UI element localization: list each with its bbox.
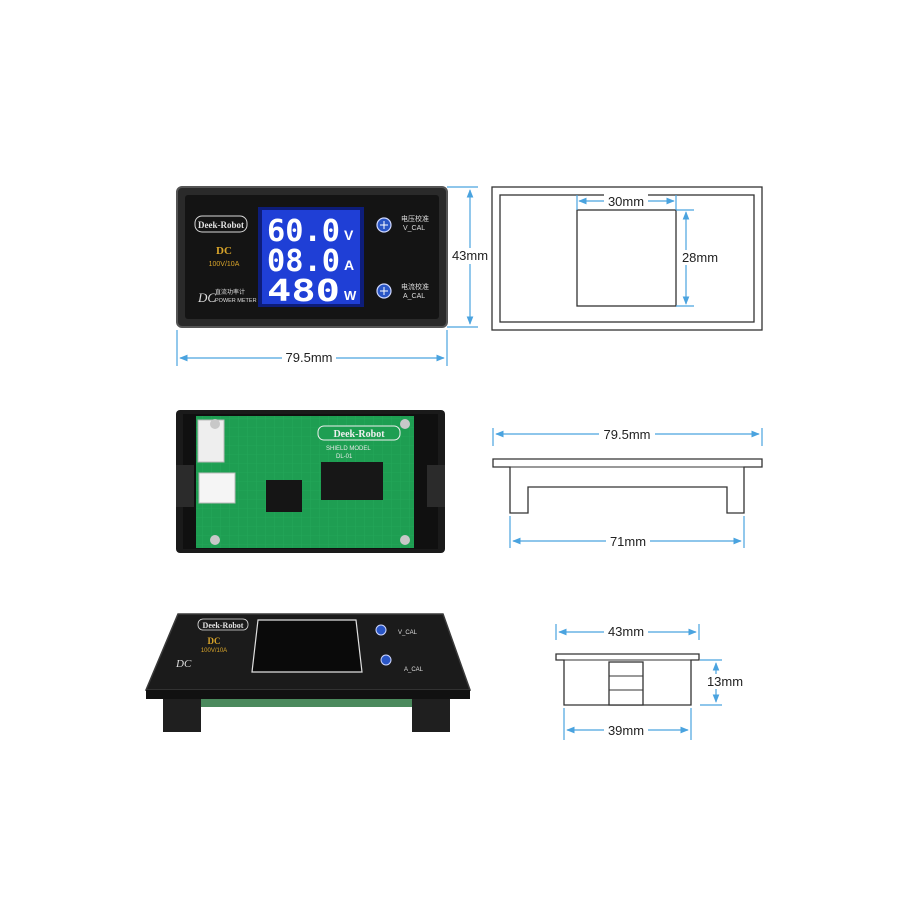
left-clip <box>176 465 194 507</box>
lcd-power-unit: W <box>344 288 357 303</box>
pcb-model-value: DL-01 <box>336 454 353 460</box>
window-height-label: 28mm <box>682 250 718 265</box>
perspective-vcal-label: V_CAL <box>398 630 418 636</box>
dc-label: DC <box>216 245 232 257</box>
end-width-label: 43mm <box>608 624 644 639</box>
vcal-cn-label: 电压校准 <box>401 214 429 223</box>
lcd-current: 08.0 <box>267 244 340 279</box>
meter-cn-label: 直流功率计 <box>215 288 245 296</box>
lcd-voltage-unit: V <box>344 227 354 243</box>
pcb-model-label: SHIELD MODEL <box>326 446 371 452</box>
perspective-dc-label: DC <box>208 636 221 646</box>
front-height-label: 43mm <box>452 248 488 263</box>
screw-icon <box>400 535 410 545</box>
outline-window <box>576 209 677 307</box>
end-center-block <box>608 661 644 706</box>
meter-en-label: POWER METER <box>215 298 257 304</box>
end-depth-label: 13mm <box>707 674 743 689</box>
dc-script-label: DC <box>197 290 216 305</box>
perspective-view: Deek-Robot DC 100V/10A DC V_CAL A_CAL <box>144 613 472 732</box>
lcd-screen <box>262 210 360 304</box>
window-width-label: 30mm <box>608 194 644 209</box>
rating-label: 100V/10A <box>209 261 240 268</box>
perspective-foot-left <box>163 699 201 732</box>
lcd-power: 480 <box>267 274 340 309</box>
perspective-edge <box>146 690 470 699</box>
perspective-vcal-knob-icon <box>375 624 387 636</box>
screw-icon <box>210 419 220 429</box>
lcd-voltage: 60.0 <box>267 214 340 249</box>
front-width-label: 79.5mm <box>286 350 333 365</box>
perspective-acal-label: A_CAL <box>404 667 424 673</box>
perspective-rating-label: 100V/10A <box>201 648 227 654</box>
chip-main <box>321 462 383 500</box>
connector-bottom <box>198 472 236 504</box>
end-inner-label: 39mm <box>608 723 644 738</box>
perspective-brand-label: Deek-Robot <box>203 621 244 630</box>
right-clip <box>427 465 445 507</box>
end-profile-drawing: 43mm 13mm 39mm <box>555 624 746 740</box>
perspective-foot-right <box>412 699 450 732</box>
front-view: Deek-Robot DC 100V/10A DC 直流功率计 POWER ME… <box>176 186 448 328</box>
front-outline-drawing: 30mm 28mm <box>491 186 763 331</box>
pcb-brand-badge <box>317 425 401 441</box>
side-width-label: 79.5mm <box>604 427 651 442</box>
acal-label: A_CAL <box>403 293 425 300</box>
lcd-current-unit: A <box>344 257 354 273</box>
perspective-dc-script: DC <box>175 658 192 670</box>
front-dimensions: 43mm 79.5mm <box>176 186 489 366</box>
back-view: Deek-Robot SHIELD MODEL DL-01 <box>176 410 445 553</box>
side-inner-label: 71mm <box>610 534 646 549</box>
side-profile-drawing: 79.5mm 71mm <box>492 427 763 549</box>
perspective-acal-knob-icon <box>380 654 392 666</box>
pcb-brand-label: Deek-Robot <box>333 429 385 440</box>
brand-label: Deek-Robot <box>198 220 244 230</box>
acal-cn-label: 电流校准 <box>401 282 429 291</box>
vcal-label: V_CAL <box>403 225 425 232</box>
screw-icon <box>400 419 410 429</box>
screw-icon <box>210 535 220 545</box>
brand-badge <box>194 215 248 233</box>
chip-small <box>266 480 302 512</box>
perspective-lcd <box>251 619 363 673</box>
